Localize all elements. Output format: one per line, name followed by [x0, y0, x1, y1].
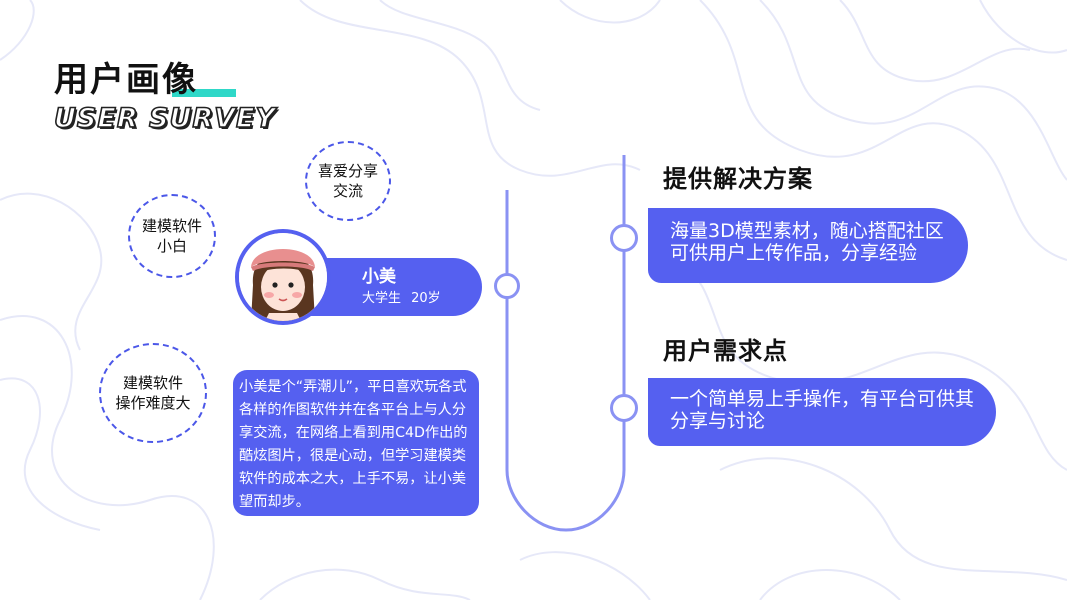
timeline-node-needs: [610, 394, 638, 422]
needs-card: 一个简单易上手操作，有平台可供其分享与讨论: [648, 378, 996, 446]
needs-heading: 用户需求点: [663, 336, 788, 366]
girl-avatar-icon: [239, 233, 327, 321]
persona-name: 小美: [362, 266, 396, 288]
avatar: [235, 229, 331, 325]
timeline-node-persona: [494, 273, 520, 299]
page-title: 用户画像: [54, 60, 198, 100]
needs-text: 一个简单易上手操作，有平台可供其分享与讨论: [670, 388, 974, 432]
solution-card: 海量3D模型素材，随心搭配社区可供用户上传作品，分享经验: [648, 208, 968, 283]
persona-role: 大学生 20岁: [362, 290, 441, 308]
solution-text: 海量3D模型素材，随心搭配社区可供用户上传作品，分享经验: [670, 220, 944, 264]
solution-heading: 提供解决方案: [663, 164, 813, 194]
timeline-node-solution: [610, 224, 638, 252]
